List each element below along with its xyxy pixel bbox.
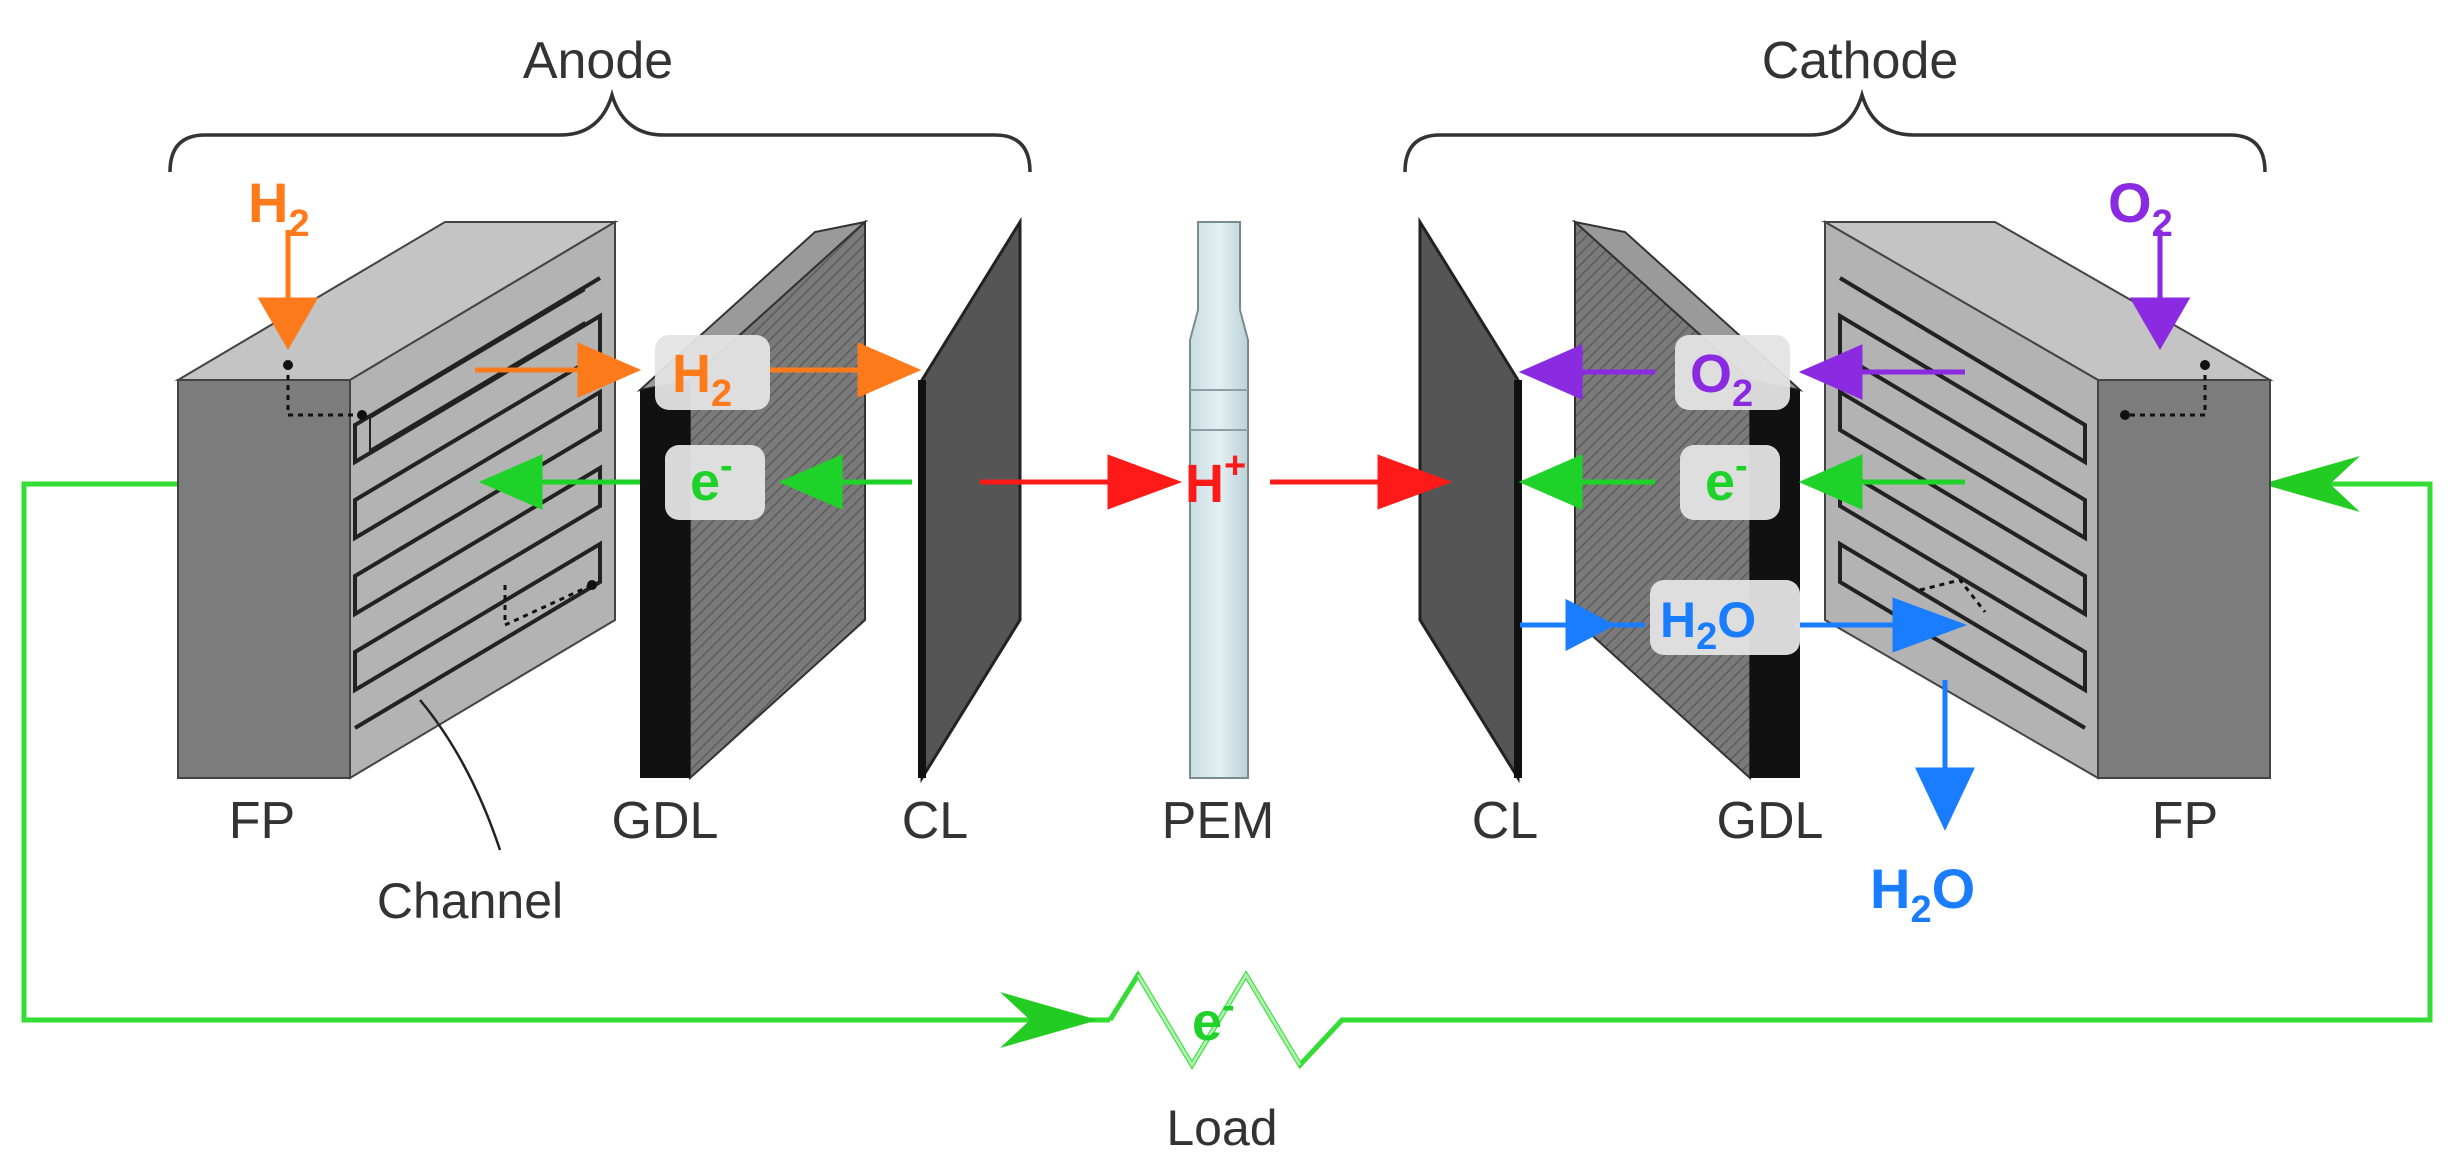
water-arrows: [1520, 597, 1975, 831]
electron-arrows: [478, 454, 1965, 510]
load-resistor: [1136, 972, 1302, 1068]
proton-arrows: [980, 454, 1453, 510]
cathode-label: Cathode: [1762, 32, 1959, 90]
h2-label-box: [655, 335, 770, 410]
right-flow-channel: [1838, 276, 2087, 730]
h2o-label-box: [1650, 580, 1800, 655]
circuit-arrow-right: [2262, 456, 2360, 512]
h2-inlet-label: H2: [248, 171, 310, 245]
circuit-arrow-bottom: [1000, 992, 1098, 1048]
e-right-label-box: [1680, 445, 1780, 520]
left-flow-channel: [353, 276, 602, 730]
gdl-right-label: GDL: [1717, 792, 1824, 850]
e-left-label: e-: [690, 445, 733, 512]
pem-membrane: [1189, 221, 1249, 779]
channel-label: Channel: [377, 873, 563, 929]
left-flow-plate: [174, 220, 619, 780]
e-right-label: e-: [1705, 445, 1748, 512]
e-left-label-box: [665, 445, 765, 520]
oxygen-arrows: [1518, 230, 2191, 400]
cathode-brace: [1403, 88, 2267, 173]
o2-inlet-label: O2: [2108, 171, 2173, 245]
load-label: Load: [1166, 1100, 1277, 1156]
cl-right-label: CL: [1472, 792, 1538, 850]
cl-left-label: CL: [902, 792, 968, 850]
e-load-label: e-: [1192, 985, 1235, 1052]
gdl-left-label: GDL: [612, 792, 719, 850]
anode-brace: [168, 88, 1032, 173]
fp-right-label: FP: [2152, 792, 2218, 850]
right-cl-edge: [1514, 380, 1522, 778]
h2o-outlet-label: H2O: [1870, 857, 1975, 931]
inlet-dot-ends: [283, 360, 2210, 590]
channel-leader: [419, 699, 502, 851]
inlet-dots: [286, 365, 2207, 628]
h2o-gdl-label: H2O: [1660, 592, 1756, 658]
pem-label: PEM: [1162, 792, 1275, 850]
hydrogen-arrows: [257, 230, 922, 398]
o2-label-box: [1675, 335, 1790, 410]
h2-gdl-label: H2: [672, 344, 732, 415]
proton-label: H+: [1185, 445, 1246, 514]
left-cl-edge: [918, 380, 926, 778]
right-catalyst-layer: [1418, 216, 1520, 784]
left-catalyst-layer: [920, 216, 1022, 784]
anode-label: Anode: [523, 32, 673, 90]
o2-gdl-label: O2: [1690, 344, 1753, 415]
fp-left-label: FP: [229, 792, 295, 850]
